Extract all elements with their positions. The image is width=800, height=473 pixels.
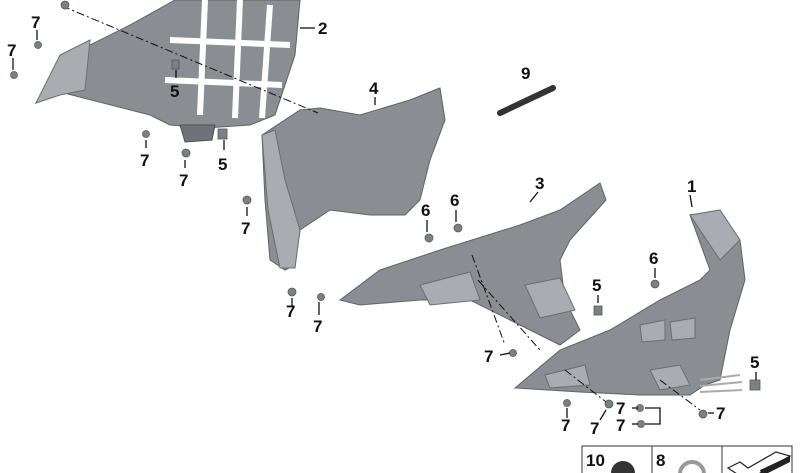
callout: 6 [450, 191, 459, 210]
callout: 7 [286, 302, 295, 321]
callout: 4 [369, 79, 379, 98]
legend-number: 10 [586, 451, 605, 470]
round-plug-icon [611, 461, 635, 473]
callout: 7 [716, 404, 725, 423]
callout: 7 [313, 317, 322, 336]
ring-washer-icon [678, 460, 706, 473]
tape-strip-icon [760, 456, 790, 473]
callout: 7 [140, 151, 149, 170]
callout: 2 [318, 19, 327, 38]
fasteners [10, 0, 761, 428]
assembly-axis [564, 369, 611, 406]
callout: 5 [218, 155, 227, 174]
part-2-bracket [34, 0, 301, 143]
callout: 7 [7, 41, 16, 60]
callout-labels: 7 7 2 5 4 9 7 7 5 7 6 6 3 1 6 5 7 7 7 5 … [7, 13, 759, 438]
tape-strip-icon [726, 451, 792, 473]
part-1-panel [513, 209, 746, 396]
legend-boxes: 10 8 [581, 445, 793, 473]
callout: 9 [521, 64, 530, 83]
callout: 6 [421, 201, 430, 220]
callout: 7 [616, 416, 625, 435]
leader-lines [12, 27, 757, 425]
callout: 5 [592, 276, 601, 295]
callout: 7 [616, 399, 625, 418]
callout: 7 [590, 419, 599, 438]
callout: 1 [687, 177, 696, 196]
part-3-panel [338, 182, 607, 346]
part-4-panel [261, 87, 446, 271]
assembly-axis [61, 5, 319, 114]
callout: 6 [649, 249, 658, 268]
callout: 7 [179, 171, 188, 190]
legend-number: 8 [656, 451, 665, 470]
callout: 5 [750, 353, 759, 372]
callout: 7 [561, 416, 570, 435]
callout: 7 [241, 219, 250, 238]
callout: 3 [535, 174, 544, 193]
callout: 5 [170, 82, 179, 101]
callout: 7 [31, 13, 40, 32]
part-9-strip [497, 85, 556, 116]
callout: 7 [484, 347, 493, 366]
